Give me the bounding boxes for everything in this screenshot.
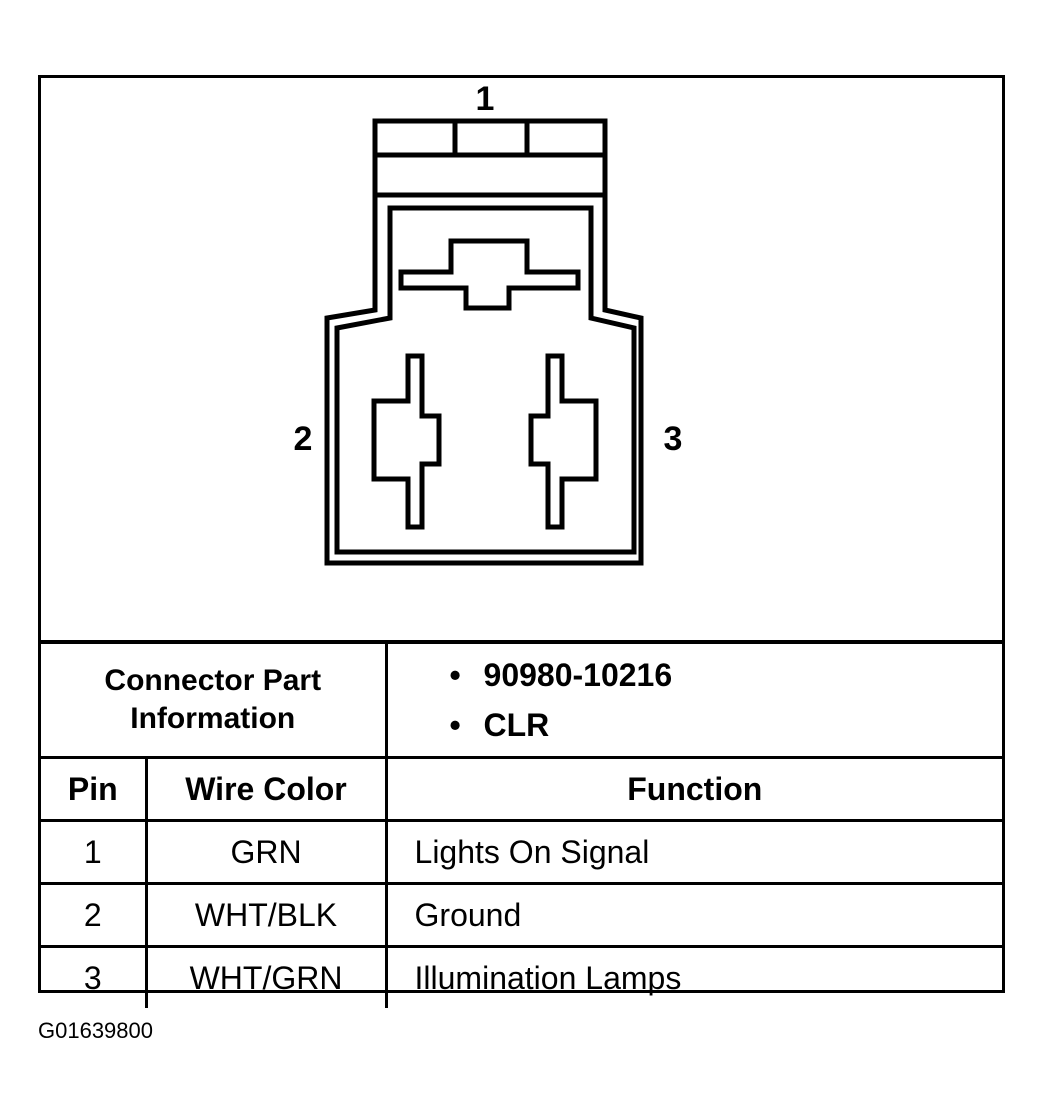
function-cell: Ground bbox=[384, 882, 1003, 948]
header-function: Function bbox=[384, 756, 1003, 822]
function-cell: Illumination Lamps bbox=[384, 945, 1003, 1008]
pin-label-2: 2 bbox=[294, 420, 313, 458]
connector-part-label-line1: Connector Part bbox=[104, 664, 322, 697]
terminal-pin-2 bbox=[371, 353, 442, 530]
part-number: 90980-10216 bbox=[483, 657, 673, 693]
connector-housing-inner bbox=[334, 205, 637, 555]
header-pin: Pin bbox=[41, 756, 148, 822]
table-row: 2 WHT/BLK Ground bbox=[41, 882, 1003, 948]
header-wire-color: Wire Color bbox=[144, 756, 388, 822]
wire-color-cell: WHT/BLK bbox=[144, 882, 388, 948]
terminal-pin-3 bbox=[528, 353, 599, 530]
pin-label-1: 1 bbox=[476, 80, 495, 118]
connector-housing-outer bbox=[324, 192, 644, 566]
connector-part-values: • 90980-10216 • CLR bbox=[384, 640, 1003, 759]
connector-part-item: • 90980-10216 bbox=[450, 650, 1003, 700]
table-row: 1 GRN Lights On Signal bbox=[41, 819, 1003, 885]
connector-figure-frame: 1 2 3 Connector Part Information • 90980-… bbox=[38, 75, 1005, 1008]
figure-id: G01639800 bbox=[38, 1018, 153, 1043]
table-row: 3 WHT/GRN Illumination Lamps bbox=[41, 945, 1003, 1008]
connector-color: CLR bbox=[483, 707, 550, 743]
wire-color-cell: GRN bbox=[144, 819, 388, 885]
connector-lock-tab bbox=[372, 118, 608, 158]
connector-diagram: 1 2 3 bbox=[41, 78, 1002, 640]
table-header-row: Pin Wire Color Function bbox=[41, 756, 1003, 822]
bullet-icon: • bbox=[449, 657, 461, 693]
pin-cell: 1 bbox=[41, 819, 148, 885]
function-cell: Lights On Signal bbox=[384, 819, 1003, 885]
pin-cell: 2 bbox=[41, 882, 148, 948]
connector-part-label: Connector Part Information bbox=[41, 640, 388, 759]
connector-part-label-line2: Information bbox=[130, 702, 296, 735]
bullet-icon: • bbox=[449, 707, 461, 743]
connector-info-table: Connector Part Information • 90980-10216 … bbox=[41, 640, 1003, 1008]
pin-label-3: 3 bbox=[664, 420, 683, 458]
terminal-pin-1 bbox=[398, 238, 581, 311]
connector-part-item: • CLR bbox=[450, 700, 1003, 750]
connector-part-row: Connector Part Information • 90980-10216 … bbox=[41, 640, 1003, 759]
wire-color-cell: WHT/GRN bbox=[144, 945, 388, 1008]
connector-face-drawing: 1 2 3 bbox=[294, 80, 683, 566]
pin-cell: 3 bbox=[41, 945, 148, 1008]
